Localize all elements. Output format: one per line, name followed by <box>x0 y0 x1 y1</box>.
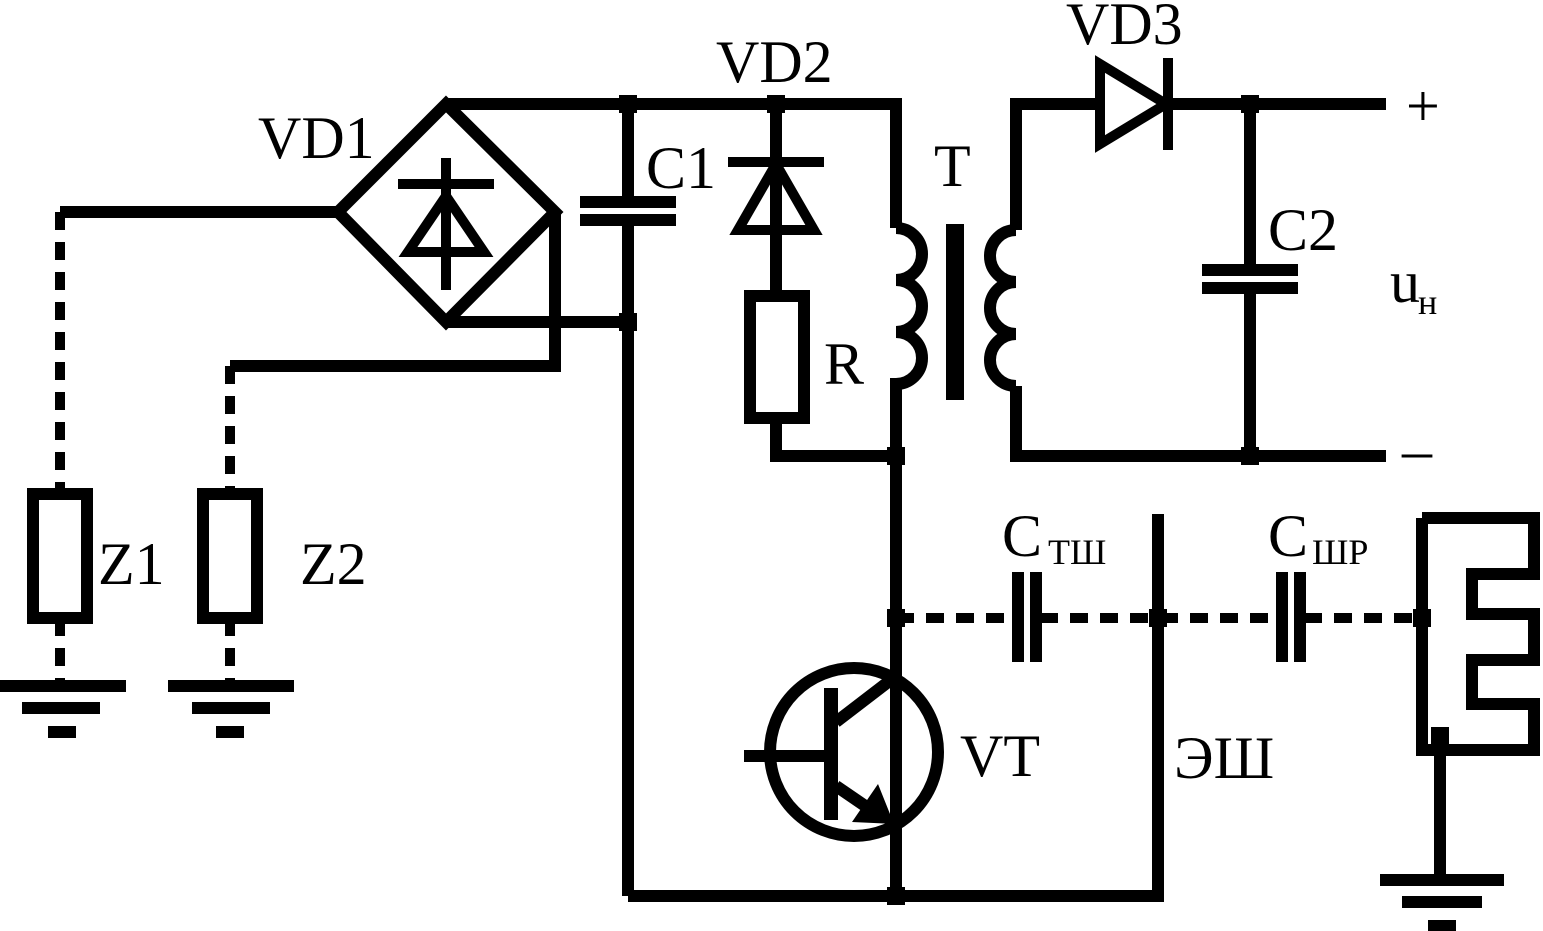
vt-transistor <box>744 662 944 896</box>
ground-bus-label: ЭШ <box>1174 725 1274 791</box>
c2-label: C2 <box>1268 197 1338 263</box>
heater-element <box>1380 512 1540 931</box>
vd2-diode <box>728 104 824 296</box>
c2-capacitor <box>1202 104 1298 456</box>
cap-tsh-subscript: ТШ <box>1048 532 1106 572</box>
cap-shr-subscript: ШР <box>1312 532 1368 572</box>
bottom-rail <box>628 514 1164 902</box>
cap-shr-label: C <box>1268 503 1308 569</box>
z2-label: Z2 <box>300 531 367 597</box>
minus-terminal-label: – <box>1401 417 1433 483</box>
cap-tsh-label: C <box>1002 503 1042 569</box>
z2-impedance <box>168 488 294 738</box>
vd3-label: VD3 <box>1066 0 1183 57</box>
top-rail <box>446 98 902 896</box>
vd1-label: VD1 <box>258 105 375 171</box>
plus-terminal-label: + <box>1406 73 1440 139</box>
vd2-label: VD2 <box>716 29 833 95</box>
input-wiring <box>55 206 561 494</box>
c1-label: C1 <box>646 135 716 201</box>
junction-dots <box>619 95 1449 905</box>
parasitic-capacitance-shr <box>1276 572 1420 662</box>
transformer <box>890 98 1386 896</box>
c1-capacitor <box>580 196 676 226</box>
z1-impedance <box>0 488 126 738</box>
r-resistor <box>744 290 896 462</box>
transistor-label: VT <box>960 723 1040 789</box>
transformer-label: T <box>934 133 971 199</box>
load-voltage-subscript: н <box>1418 282 1437 322</box>
labels: VD1 VD2 VD3 C1 C2 T R Z1 Z2 VT ЭШ C ТШ C… <box>98 0 1440 791</box>
load-voltage-label: u <box>1390 249 1420 315</box>
parasitic-capacitance-tsh <box>896 572 1278 662</box>
z1-label: Z1 <box>98 531 165 597</box>
vd3-diode <box>1095 55 1386 153</box>
resistor-label: R <box>824 331 864 397</box>
